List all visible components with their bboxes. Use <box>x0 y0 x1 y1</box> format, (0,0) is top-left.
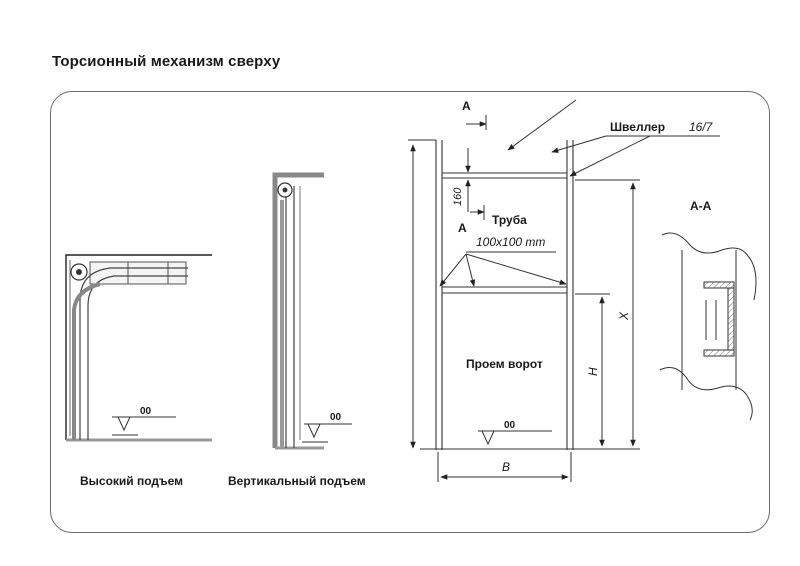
vertical-lift-figure: 00 <box>272 172 352 450</box>
dimension-b: B <box>502 460 510 474</box>
dimension-x: X <box>617 311 631 321</box>
level-mark-middle: 00 <box>330 412 342 423</box>
diagram-panel <box>50 91 770 533</box>
page-title: Торсионный механизм сверху <box>52 53 281 70</box>
high-lift-figure: 00 <box>65 254 212 442</box>
caption-vertical-lift: Вертикальный подъем <box>228 474 366 488</box>
section-label-bottom: А <box>458 221 467 235</box>
opening-label: Проем ворот <box>466 357 543 371</box>
dimension-h: H <box>586 367 600 376</box>
channel-size: 16/7 <box>689 120 714 134</box>
level-mark-main: 00 <box>504 420 516 431</box>
level-mark-left: 00 <box>140 406 152 417</box>
pipe-size: 100x100 mm <box>476 235 545 249</box>
channel-label: Швеллер <box>610 120 665 134</box>
section-aa-figure: А-А <box>659 199 757 421</box>
section-label-top: А <box>462 99 471 113</box>
main-opening-figure: А А 160 Швеллер 16/7 Труба 100x100 mm Пр… <box>408 99 720 482</box>
caption-high-lift: Высокий подъем <box>80 474 183 488</box>
pipe-label: Труба <box>492 213 527 227</box>
dimension-160: 160 <box>452 187 464 206</box>
section-aa-label: А-А <box>690 199 712 213</box>
